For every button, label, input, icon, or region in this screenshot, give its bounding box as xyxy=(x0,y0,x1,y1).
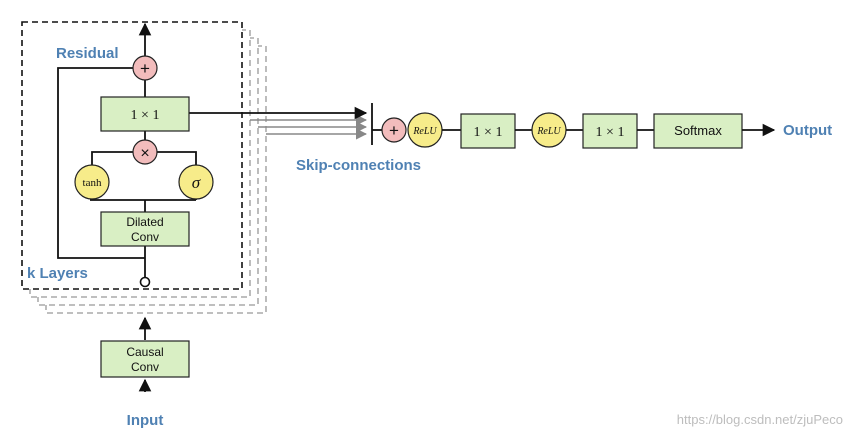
layer-input-node xyxy=(139,276,151,288)
residual-bypass-line xyxy=(57,67,145,259)
tanh-activation xyxy=(74,164,110,200)
tanh-label: tanh xyxy=(83,177,102,189)
softmax-block xyxy=(653,113,743,149)
relu-a-label: ReLU xyxy=(412,126,437,137)
conv-1x1-post-a-label: 1 × 1 xyxy=(474,125,503,140)
causal-conv-label-1: Causal xyxy=(126,345,163,359)
conv-1x1-residual-block xyxy=(100,96,190,132)
multiply-symbol: × xyxy=(140,145,149,162)
residual-add-symbol: + xyxy=(140,59,150,78)
causal-conv-label-2: Conv xyxy=(131,360,159,374)
dilated-conv-label-1: Dilated xyxy=(126,215,163,229)
residual-add-op xyxy=(132,55,158,81)
sigma-activation xyxy=(178,164,214,200)
skip-connections-label: Skip-connections xyxy=(296,157,421,174)
dilated-conv-block xyxy=(100,211,190,247)
input-label: Input xyxy=(127,412,164,429)
gate-multiply-op xyxy=(132,139,158,165)
k-layers-label: k Layers xyxy=(27,265,88,282)
softmax-label: Softmax xyxy=(674,123,722,138)
causal-conv-block xyxy=(100,340,190,378)
tanh-to-mult-line xyxy=(91,151,133,166)
conv-1x1-post-b-label: 1 × 1 xyxy=(596,125,625,140)
skip-add-symbol: + xyxy=(389,121,399,140)
watermark-text: https://blog.csdn.net/zjuPeco xyxy=(677,412,843,427)
sigma-label: σ xyxy=(192,173,201,192)
skip-add-op xyxy=(381,117,407,143)
conv-1x1-residual-label: 1 × 1 xyxy=(131,108,160,123)
dilated-conv-label-2: Conv xyxy=(131,230,159,244)
conv-1x1-post-b-block xyxy=(582,113,638,149)
residual-label: Residual xyxy=(56,45,119,62)
layer-frame-front xyxy=(21,21,243,290)
sigma-to-mult-line xyxy=(157,151,197,166)
output-label: Output xyxy=(783,122,832,139)
conv-1x1-post-a-block xyxy=(460,113,516,149)
relu-b-label: ReLU xyxy=(536,126,561,137)
